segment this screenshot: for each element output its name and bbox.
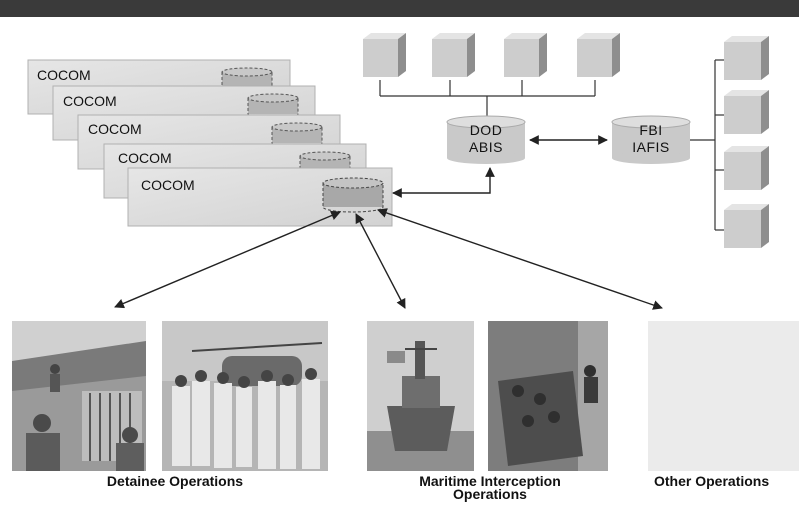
caption-other-operations: Other Operations	[654, 473, 770, 489]
server-icon	[577, 33, 620, 77]
server-icon	[432, 33, 475, 77]
caption-maritime-line2: Operations	[453, 486, 527, 502]
fbi-iafis-database-icon	[611, 115, 691, 164]
dod-label: DOD	[470, 122, 503, 138]
arrow-cocom-other	[377, 208, 663, 310]
cocom-label: COCOM	[141, 177, 195, 193]
architecture-diagram: COCOM COCOM COCOM COCOM	[27, 33, 769, 310]
cocom-label: COCOM	[37, 67, 91, 83]
maritime-photo-1	[367, 321, 474, 471]
cocom-label: COCOM	[118, 150, 172, 166]
server-icon	[363, 33, 406, 77]
detainee-photo-2	[162, 321, 328, 471]
abis-label: ABIS	[469, 139, 503, 155]
caption-detainee-operations: Detainee Operations	[106, 473, 244, 489]
fbi-label: FBI	[639, 122, 662, 138]
maritime-photo-2	[488, 321, 608, 471]
server-icon	[724, 36, 769, 80]
other-operations-placeholder	[648, 321, 799, 471]
top-bar	[0, 0, 799, 17]
arrow-cocom-dod	[392, 167, 495, 198]
iafis-label: IAFIS	[632, 139, 670, 155]
server-icon	[724, 90, 769, 134]
dod-abis-database-icon	[446, 115, 526, 164]
server-icon	[724, 204, 769, 248]
cocom-panel-5: COCOM	[127, 167, 393, 227]
arrow-cocom-maritime	[355, 213, 406, 309]
caption-maritime-line1: Maritime Interception	[419, 473, 561, 489]
server-tree-dod	[379, 80, 596, 120]
cocom-label: COCOM	[88, 121, 142, 137]
arrow-cocom-detainee	[114, 210, 341, 309]
cocom-label: COCOM	[63, 93, 117, 109]
server-tree-fbi	[690, 59, 724, 231]
server-icon	[504, 33, 547, 77]
database-cylinder-icon	[322, 177, 384, 213]
server-icon	[724, 146, 769, 190]
detainee-photo-1	[12, 321, 146, 471]
